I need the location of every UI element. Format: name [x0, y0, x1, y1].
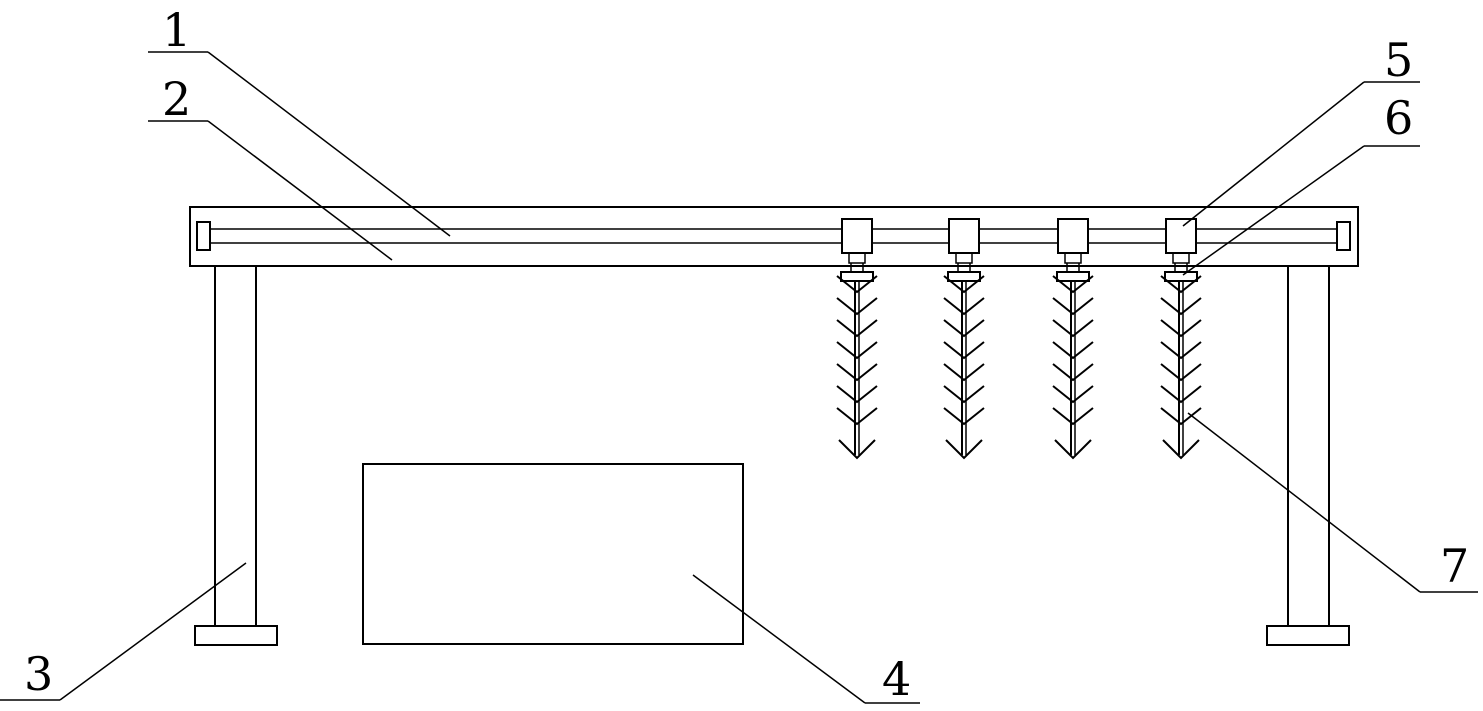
chevron-3 [1052, 341, 1094, 360]
chevron-3 [1052, 319, 1094, 338]
label-7: 7 [1440, 539, 1469, 593]
label-1: 1 [162, 3, 191, 57]
chevron-2 [943, 385, 985, 404]
slider-neck-4 [1172, 252, 1190, 264]
label-2: 2 [162, 72, 191, 126]
chevron-4 [1160, 363, 1202, 382]
tip-2 [945, 439, 983, 460]
clamp-1 [840, 271, 874, 282]
end-stop-left [196, 221, 211, 251]
right-foot [1266, 625, 1350, 646]
chevron-4 [1160, 275, 1202, 294]
chevron-1 [836, 363, 878, 382]
slider-neck-2 [955, 252, 973, 264]
chevron-1 [836, 275, 878, 294]
chevron-1 [836, 319, 878, 338]
chevron-2 [943, 363, 985, 382]
chevron-1 [836, 297, 878, 316]
slider-block-4 [1165, 218, 1197, 254]
tip-3 [1054, 439, 1092, 460]
chevron-2 [943, 275, 985, 294]
top-frame [189, 206, 1359, 267]
right-leg [1287, 265, 1330, 627]
hanging-units [836, 218, 1202, 460]
chevron-3 [1052, 275, 1094, 294]
slider-block-2 [948, 218, 980, 254]
tip-4 [1162, 439, 1200, 460]
slider-block-1 [841, 218, 873, 254]
clamp-2 [947, 271, 981, 282]
leader-lines [0, 51, 1478, 704]
slider-neck-3 [1064, 252, 1082, 264]
label-3: 3 [24, 647, 53, 701]
end-stop-right [1336, 221, 1351, 251]
slider-neck-1 [848, 252, 866, 264]
chevron-3 [1052, 363, 1094, 382]
left-leg [214, 265, 257, 627]
label-5: 5 [1384, 33, 1413, 87]
chevron-4 [1160, 385, 1202, 404]
clamp-3 [1056, 271, 1090, 282]
chevron-4 [1160, 407, 1202, 426]
chevron-4 [1160, 297, 1202, 316]
chevron-3 [1052, 297, 1094, 316]
chevron-2 [943, 341, 985, 360]
clamp-4 [1164, 271, 1198, 282]
tip-1 [838, 439, 876, 460]
chevron-1 [836, 407, 878, 426]
label-6: 6 [1384, 91, 1413, 145]
chevron-4 [1160, 319, 1202, 338]
label-4: 4 [882, 652, 911, 706]
left-foot [194, 625, 278, 646]
chevron-3 [1052, 385, 1094, 404]
chevron-3 [1052, 407, 1094, 426]
chevron-1 [836, 341, 878, 360]
chevron-2 [943, 407, 985, 426]
chevron-1 [836, 385, 878, 404]
slider-block-3 [1057, 218, 1089, 254]
chevron-2 [943, 297, 985, 316]
tank [362, 463, 744, 645]
chevron-2 [943, 319, 985, 338]
chevron-4 [1160, 341, 1202, 360]
